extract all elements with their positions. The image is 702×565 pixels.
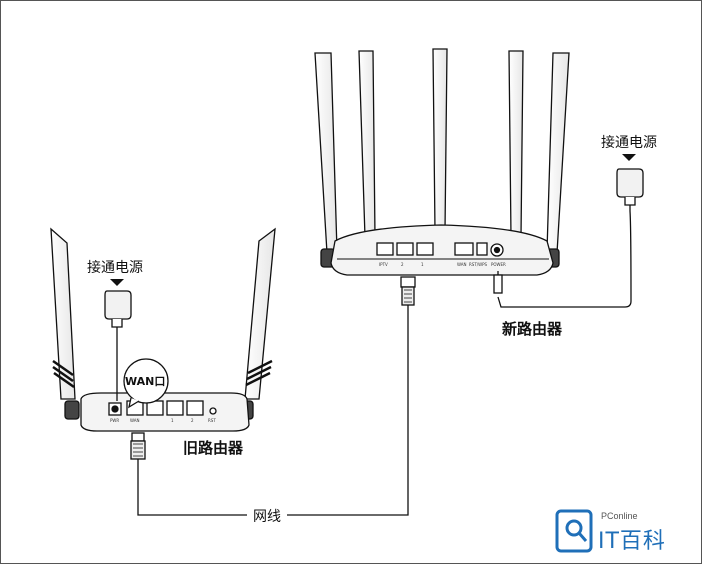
wan-port-label: WAN口: [125, 375, 166, 388]
old-router-antenna-left: [50, 227, 80, 420]
wan-port-callout: [123, 358, 169, 409]
svg-text:RST: RST: [208, 418, 216, 423]
svg-text:1: 1: [421, 262, 424, 267]
svg-text:POWER: POWER: [491, 262, 506, 267]
svg-text:2: 2: [401, 262, 404, 267]
power-label-left: 接通电源: [87, 260, 143, 276]
old-router: PWR WAN 1 2 RST: [50, 227, 276, 432]
old-router-network-plug: [130, 432, 247, 516]
svg-text:IPTV: IPTV: [379, 262, 388, 267]
logo-name-text: IT百科: [598, 529, 666, 554]
logo-icon: [555, 509, 593, 553]
old-router-antenna-right: [238, 227, 276, 420]
new-router-antenna-5: [544, 52, 570, 268]
power-label-right: 接通电源: [601, 135, 657, 151]
cable-label: 网线: [249, 506, 285, 526]
power-arrow-right: [622, 154, 636, 161]
new-router-network-plug: [287, 276, 416, 516]
new-router-antenna-3: [432, 48, 448, 232]
logo-site-text: PConline: [601, 511, 638, 521]
new-router-lan-ports: [376, 242, 504, 257]
svg-text:1: 1: [171, 418, 174, 423]
svg-text:RST/WPS: RST/WPS: [469, 262, 487, 267]
old-router-ports: [126, 400, 217, 416]
old-router-label: 旧路由器: [183, 439, 244, 457]
svg-text:PWR: PWR: [110, 418, 119, 423]
new-router-power-adapter: [493, 168, 644, 308]
new-router-antenna-2: [358, 50, 376, 238]
svg-text:WAN: WAN: [457, 262, 466, 267]
new-router: IPTV 2 1 WAN RST/WPS POWER: [314, 48, 570, 276]
svg-text:WAN: WAN: [130, 418, 139, 423]
power-arrow-left: [110, 279, 124, 286]
svg-text:2: 2: [191, 418, 194, 423]
new-router-antenna-4: [508, 50, 524, 238]
old-router-power-adapter: [104, 290, 132, 401]
new-router-antenna-1: [314, 52, 338, 268]
new-router-label: 新路由器: [502, 320, 563, 338]
